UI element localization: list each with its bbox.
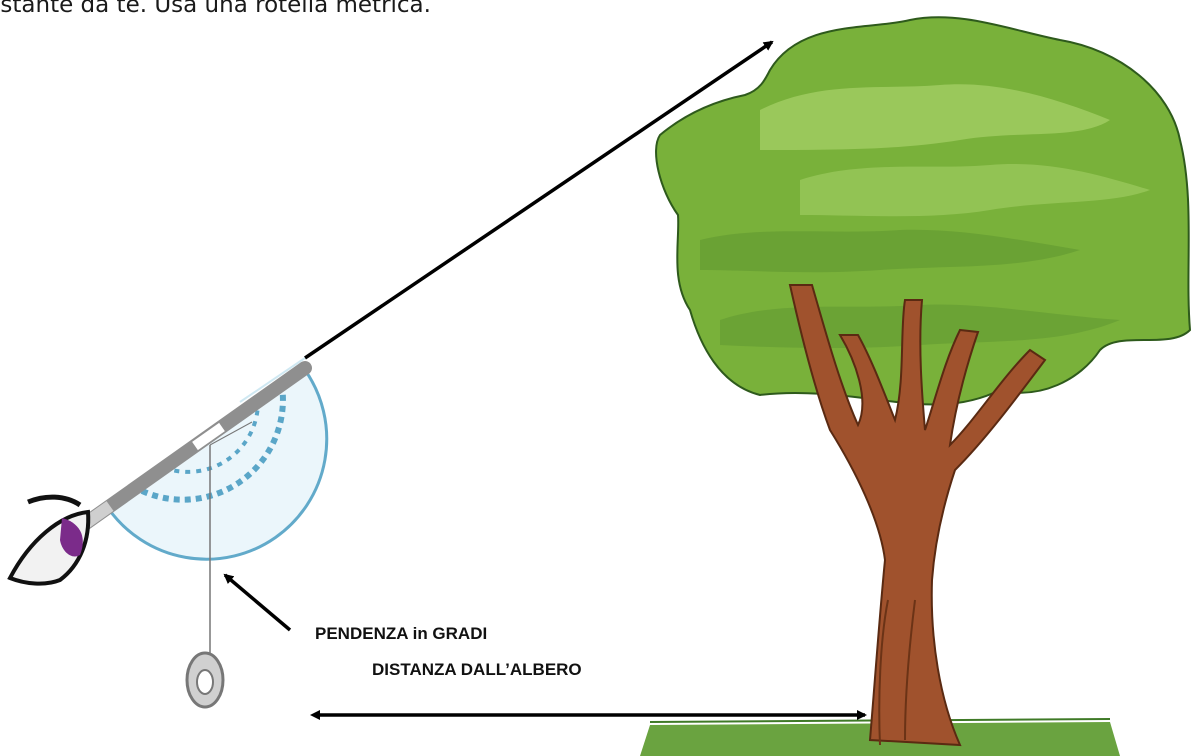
tree-illustration	[655, 16, 1192, 747]
plumb-bob	[185, 421, 253, 709]
protractor	[79, 361, 329, 561]
eye-icon	[7, 494, 91, 586]
sight-line-arrow	[304, 40, 774, 360]
intro-text: istante da te. Usa una rotella metrica.	[0, 0, 431, 18]
distance-label: DISTANZA DALL’ALBERO	[372, 660, 582, 679]
slope-pointer-arrow	[223, 573, 292, 632]
tree-trunk	[788, 284, 1047, 747]
slope-label: PENDENZA in GRADI	[315, 624, 488, 643]
